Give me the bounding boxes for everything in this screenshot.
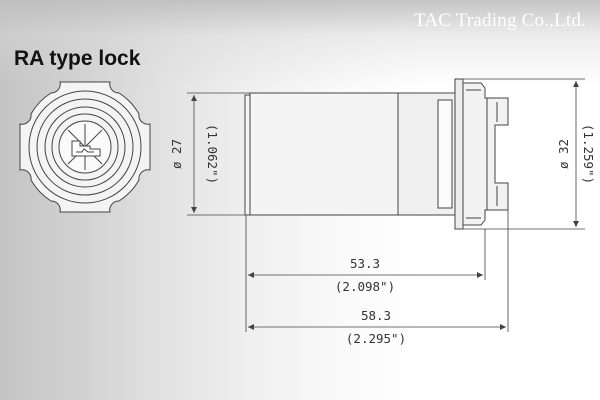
face-plate xyxy=(462,82,488,226)
body-length-inch-label: (2.098") xyxy=(335,279,395,294)
flange-diameter-inch-label: (1.259") xyxy=(581,124,596,184)
nose-tab xyxy=(486,97,509,211)
front-ring-1 xyxy=(36,98,134,196)
overall-length-label: 58.3 xyxy=(361,308,391,323)
overall-length-inch-label: (2.295") xyxy=(346,331,406,346)
side-view xyxy=(244,78,509,230)
body-length-label: 53.3 xyxy=(350,256,380,271)
collar-slot xyxy=(437,99,453,209)
flange xyxy=(454,78,464,230)
front-view xyxy=(19,81,151,213)
keyway-icon xyxy=(67,124,103,170)
body-cylinder xyxy=(249,92,399,216)
body-diameter-inch-label: (1.062") xyxy=(205,124,220,184)
front-ring-3 xyxy=(51,113,119,181)
company-name: TAC Trading Co.,Ltd. xyxy=(414,10,586,31)
dimension-lines xyxy=(187,78,585,332)
body-diameter-label: ø 27 xyxy=(169,139,184,169)
front-ring-2 xyxy=(44,106,126,188)
front-ring-outer xyxy=(28,90,142,204)
flange-diameter-label: ø 32 xyxy=(556,139,571,169)
drawing-title: RA type lock xyxy=(14,47,141,70)
